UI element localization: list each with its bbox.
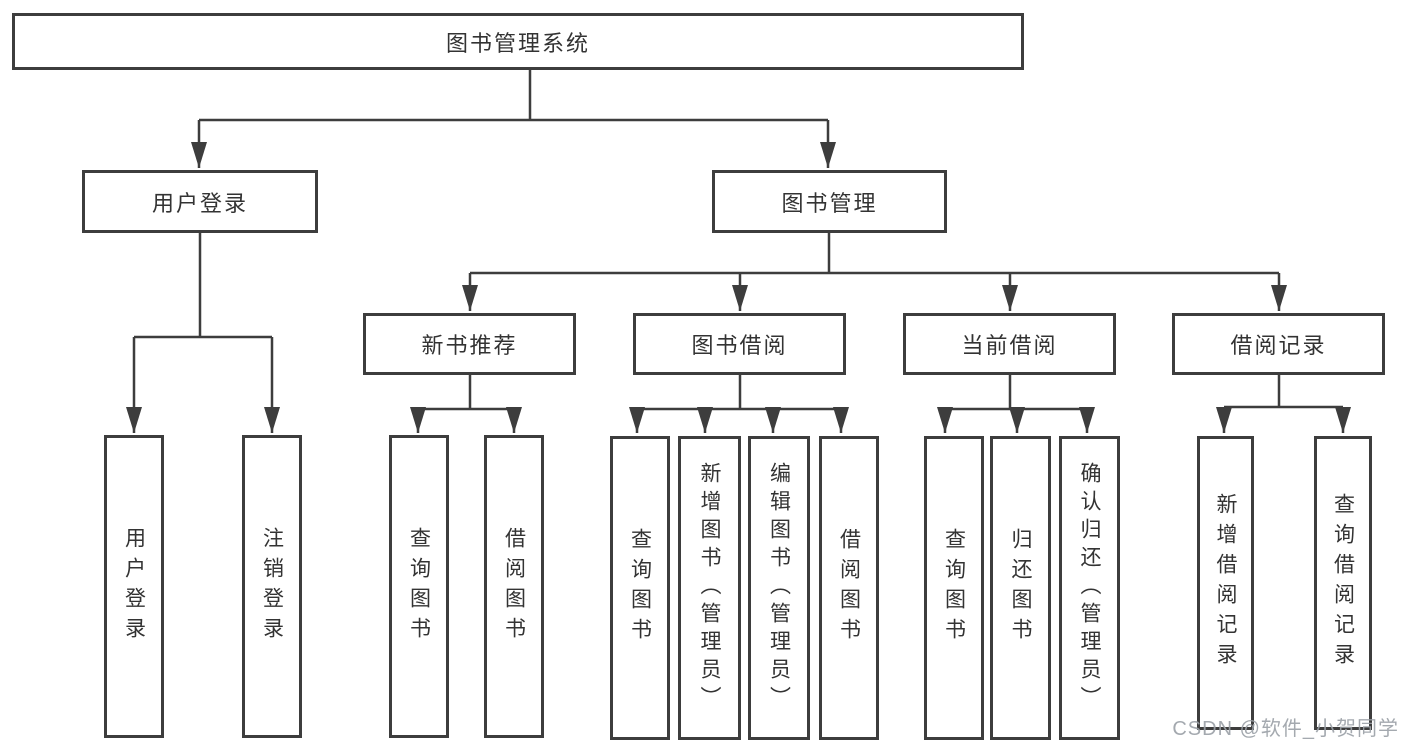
node-root: 图书管理系统 bbox=[12, 13, 1024, 70]
leaf-current-confirm-return-admin: 确认归还（管理员） bbox=[1059, 436, 1120, 740]
node-user-login: 用户登录 bbox=[82, 170, 318, 233]
leaf-recommend-query-books: 查询图书 bbox=[389, 435, 449, 738]
leaf-current-query-books: 查询图书 bbox=[924, 436, 984, 740]
leaf-current-return-books: 归还图书 bbox=[990, 436, 1051, 740]
node-current-borrowing: 当前借阅 bbox=[903, 313, 1116, 375]
leaf-borrowing-borrow-books: 借阅图书 bbox=[819, 436, 879, 740]
leaf-borrowing-edit-books-admin: 编辑图书（管理员） bbox=[748, 436, 810, 740]
node-book-management: 图书管理 bbox=[712, 170, 947, 233]
leaf-recommend-borrow-books: 借阅图书 bbox=[484, 435, 544, 738]
leaf-borrowing-add-books-admin: 新增图书（管理员） bbox=[678, 436, 741, 740]
leaf-user-login: 用户登录 bbox=[104, 435, 164, 738]
csdn-watermark: CSDN @软件_小贺同学 bbox=[1172, 718, 1399, 740]
leaf-records-add-record: 新增借阅记录 bbox=[1197, 436, 1254, 730]
leaf-records-query-record: 查询借阅记录 bbox=[1314, 436, 1372, 730]
leaf-borrowing-query-books: 查询图书 bbox=[610, 436, 670, 740]
node-new-book-recommend: 新书推荐 bbox=[363, 313, 576, 375]
node-borrowing-records: 借阅记录 bbox=[1172, 313, 1385, 375]
node-book-borrowing: 图书借阅 bbox=[633, 313, 846, 375]
leaf-logout: 注销登录 bbox=[242, 435, 302, 738]
